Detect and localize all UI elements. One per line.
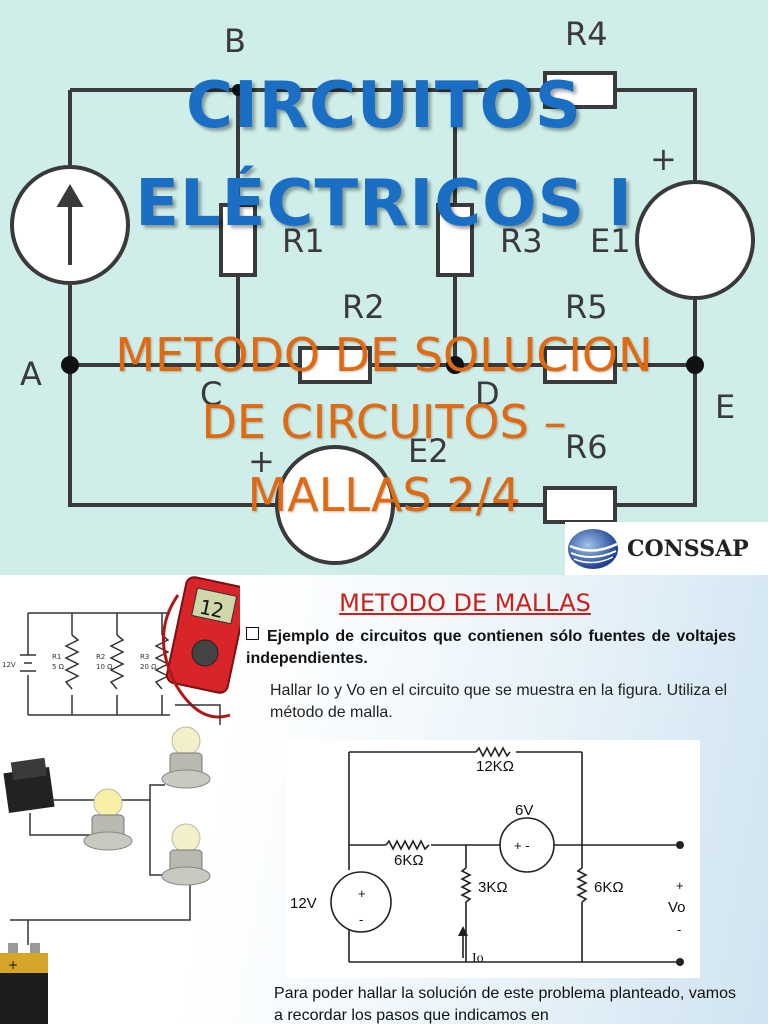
- node-a-dot: [61, 356, 79, 374]
- cover-subtitle-line2: DE CIRCUITOS –: [201, 395, 567, 449]
- illus-r2-value: 10 Ω: [96, 663, 113, 671]
- e2-source-symbol: [275, 445, 395, 565]
- illus-r1-value: 5 Ω: [52, 663, 65, 671]
- illus-r1-label: R1: [52, 653, 61, 661]
- label-node-c: C: [200, 375, 222, 413]
- illus-r3-label: R3: [140, 653, 149, 661]
- cover-background-circuit: B R4 A C D E R2 R5 R6 R1 R3 E1 E2 + +: [10, 15, 755, 565]
- meter-display: 12: [197, 595, 226, 623]
- 6v-source-symbol: [499, 817, 555, 873]
- illus-source-label: 12V: [2, 661, 16, 669]
- label-plus-e1: +: [650, 140, 677, 178]
- label-6k-right: 6KΩ: [594, 879, 624, 896]
- cover-subtitle-line3: MALLAS 2/4: [247, 468, 521, 522]
- node-b-dot: [232, 84, 244, 96]
- vo-terminal-bottom: [676, 958, 684, 966]
- label-e1: E1: [590, 222, 631, 260]
- checkbox-bullet-icon: [246, 627, 259, 640]
- cover-title-line1: CIRCUITOS: [186, 69, 582, 143]
- logo-text: CONSSAP: [627, 535, 749, 562]
- switch-icon: [3, 757, 55, 814]
- label-vo-plus: +: [676, 878, 684, 893]
- node-d-dot: [446, 356, 464, 374]
- 12v-source-symbol: [330, 871, 392, 933]
- illus-r2-label: R2: [96, 653, 105, 661]
- cover-subtitle-line1: METODO DE SOLUCION: [115, 328, 653, 382]
- label-3k: 3KΩ: [478, 879, 508, 896]
- label-r5: R5: [565, 288, 608, 326]
- left-illustration: 12V R1 5 Ω R2 10 Ω R3 20 Ω 12: [0, 576, 240, 1024]
- label-12v-minus: -: [359, 912, 363, 927]
- label-6k-left: 6KΩ: [394, 852, 424, 869]
- slide-title: METODO DE MALLAS: [339, 589, 591, 617]
- label-r2: R2: [342, 288, 385, 326]
- label-r1: R1: [282, 222, 325, 260]
- conssap-logo: CONSSAP: [565, 522, 768, 575]
- label-12k: 12KΩ: [476, 758, 514, 775]
- bullet-text: Ejemplo de circuitos que contienen sólo …: [246, 628, 736, 667]
- r4-resistor: [543, 71, 617, 109]
- battery-plus: +: [8, 958, 18, 972]
- r5-resistor: [543, 346, 617, 384]
- light-bulb-icon: [83, 788, 133, 851]
- label-r3: R3: [500, 222, 543, 260]
- label-r4: R4: [565, 15, 608, 53]
- light-bulb-icon: [161, 823, 211, 886]
- r1-resistor: [219, 203, 257, 277]
- cover-slide: B R4 A C D E R2 R5 R6 R1 R3 E1 E2 + + CI…: [0, 0, 768, 575]
- label-6v: 6V: [515, 802, 533, 819]
- label-plus-e2: +: [248, 442, 275, 480]
- label-12v: 12V: [290, 895, 317, 912]
- vo-terminal-top: [676, 841, 684, 849]
- label-vo-minus: -: [677, 922, 681, 937]
- multimeter-icon: 12: [162, 576, 240, 719]
- cover-title-line2: ELÉCTRICOS I: [135, 167, 633, 241]
- label-node-b: B: [224, 22, 246, 60]
- battery-icon: +: [0, 943, 48, 1024]
- r2-resistor: [298, 346, 372, 384]
- instruction-text: Hallar Io y Vo en el circuito que se mue…: [270, 682, 728, 721]
- label-io: Io: [472, 951, 484, 966]
- mesh-circuit-diagram: 12KΩ 6KΩ 3KΩ 6KΩ 6V + - 12V + - Io + Vo …: [286, 740, 700, 978]
- globe-icon: [568, 528, 618, 569]
- label-6v-polarity: + -: [514, 838, 530, 853]
- illus-r3-value: 20 Ω: [140, 663, 157, 671]
- label-node-d: D: [475, 375, 500, 413]
- node-e-dot: [686, 356, 704, 374]
- closing-paragraph: Para poder hallar la solución de este pr…: [274, 985, 736, 1024]
- label-12v-plus: +: [358, 886, 366, 901]
- label-r6: R6: [565, 428, 608, 466]
- r3-resistor: [436, 203, 474, 277]
- label-vo: Vo: [668, 899, 686, 916]
- label-node-e: E: [715, 388, 735, 426]
- label-e2: E2: [408, 432, 449, 470]
- light-bulb-icon: [161, 726, 211, 789]
- mallas-slide: 12V R1 5 Ω R2 10 Ω R3 20 Ω 12: [0, 575, 768, 1024]
- bullet-point: Ejemplo de circuitos que contienen sólo …: [246, 626, 736, 670]
- label-node-a: A: [20, 355, 42, 393]
- e1-source-symbol: [635, 180, 755, 300]
